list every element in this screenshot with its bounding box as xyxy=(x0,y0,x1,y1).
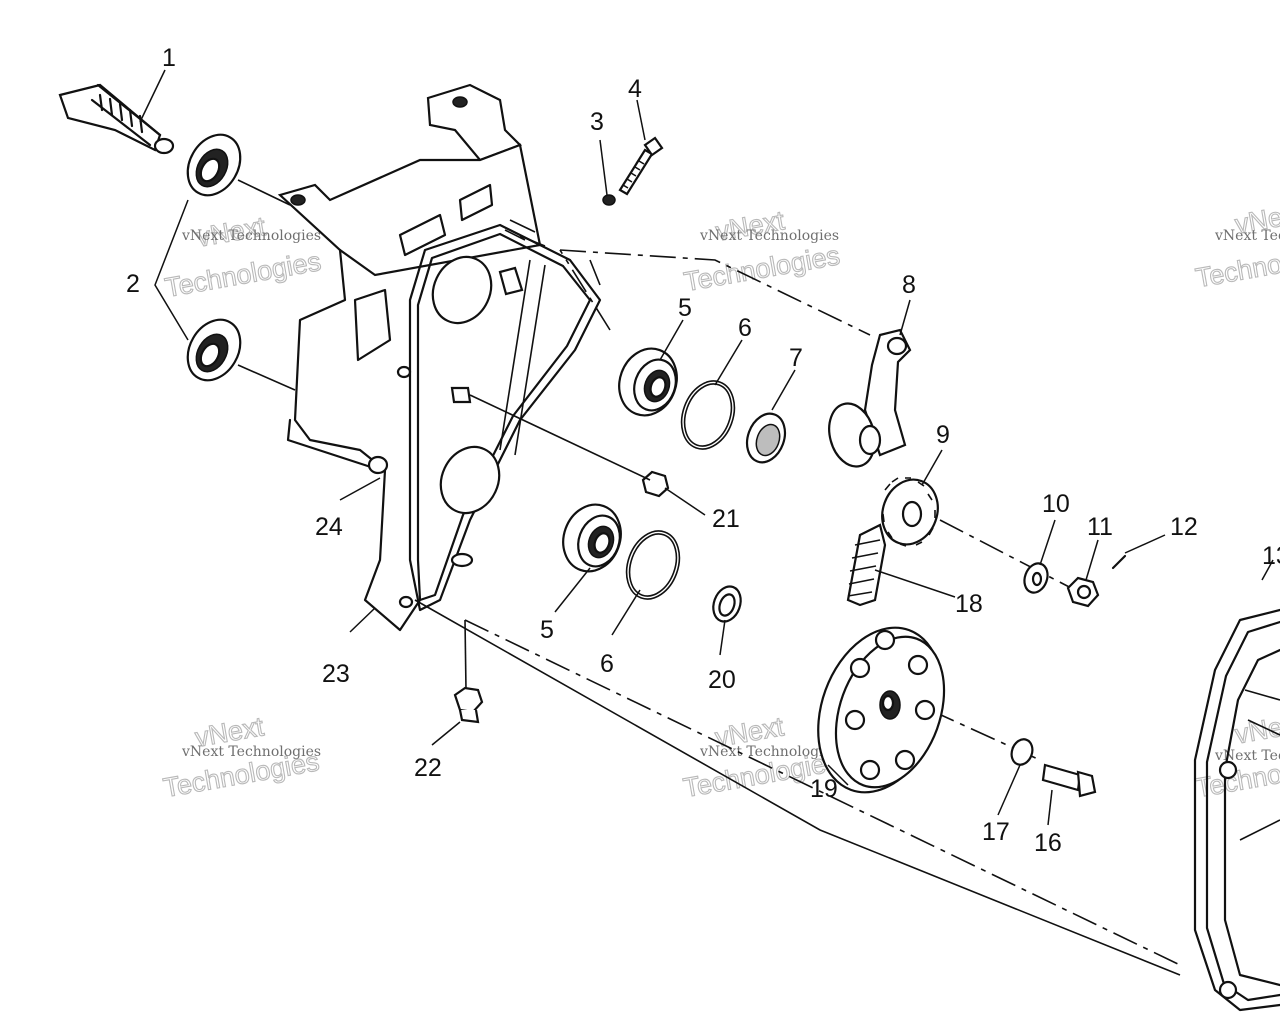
svg-text:Technologies: Technologies xyxy=(163,246,323,303)
callout-5-upper: 5 xyxy=(678,294,692,322)
callout-1: 1 xyxy=(162,44,176,72)
part-7-seal xyxy=(745,412,787,464)
callout-6-upper: 6 xyxy=(738,314,752,342)
part-6-snap-rings xyxy=(625,380,736,600)
part-18-chain xyxy=(846,523,887,607)
watermark-text-bottom-center: vNext Technologies xyxy=(699,744,839,760)
part-19-driven-sprocket xyxy=(817,626,946,794)
callout-12: 12 xyxy=(1170,513,1198,541)
callout-24: 24 xyxy=(315,513,343,541)
watermark-text-bottom-right: vNext Technologies xyxy=(1214,748,1280,764)
part-2-seals xyxy=(186,133,296,391)
part-9-drive-sprocket xyxy=(881,477,939,547)
part-17-washer xyxy=(1010,738,1034,766)
watermark-text-top-right: vNext Technologies xyxy=(1214,228,1280,244)
callout-3: 3 xyxy=(590,108,604,136)
part-5-lower-bearing xyxy=(562,503,622,573)
svg-text:Technologies: Technologies xyxy=(1193,236,1280,293)
part-1-input-shaft xyxy=(58,83,175,155)
part-13-chaincase-cover xyxy=(1193,608,1280,1012)
callout-22: 22 xyxy=(414,754,442,782)
watermark-text-bottom-left: vNext Technologies xyxy=(181,744,321,760)
callout-labels: 1 2 3 4 5 5 6 6 7 8 9 10 11 12 13 16 17 … xyxy=(126,44,1280,857)
part-8-chain-tensioner xyxy=(828,328,912,468)
part-4-adjuster-bolt xyxy=(618,136,664,196)
callout-9: 9 xyxy=(936,421,950,449)
part-21-nut xyxy=(641,470,670,498)
svg-text:vNext: vNext xyxy=(1233,708,1280,750)
callout-11: 11 xyxy=(1087,513,1113,541)
callout-23: 23 xyxy=(322,660,350,688)
callout-2: 2 xyxy=(126,270,140,298)
callout-20: 20 xyxy=(708,666,736,694)
callout-8: 8 xyxy=(902,271,916,299)
callout-13: 13 xyxy=(1262,542,1280,570)
part-3-nut xyxy=(602,194,616,206)
callout-5-lower: 5 xyxy=(540,616,554,644)
chaincase-housing xyxy=(277,83,602,632)
part-20-washer xyxy=(712,585,742,623)
watermark-text-top-left: vNext Technologies xyxy=(181,228,321,244)
part-10-washer xyxy=(1023,562,1049,594)
part-24-stud xyxy=(450,386,651,481)
leader-lines xyxy=(139,69,1274,826)
part-11-nut xyxy=(1066,576,1100,608)
callout-17: 17 xyxy=(982,818,1010,846)
center-lines xyxy=(414,229,1181,976)
callout-19: 19 xyxy=(810,775,838,803)
callout-7: 7 xyxy=(789,344,803,372)
callout-6-lower: 6 xyxy=(600,650,614,678)
part-12-cotter-pin xyxy=(1111,554,1127,570)
watermark-top-center: vNext Technologies xyxy=(681,205,843,298)
watermark-text-top-center: vNext Technologies xyxy=(699,228,839,244)
part-22-drain-plug xyxy=(453,686,484,724)
part-5-upper-bearing xyxy=(618,347,678,417)
part-16-bolt xyxy=(1041,763,1097,798)
callout-4: 4 xyxy=(628,75,642,103)
callout-18: 18 xyxy=(955,590,983,618)
callout-21: 21 xyxy=(712,505,740,533)
svg-text:Technologies: Technologies xyxy=(682,240,842,297)
callout-10: 10 xyxy=(1042,490,1070,518)
callout-16: 16 xyxy=(1034,829,1062,857)
